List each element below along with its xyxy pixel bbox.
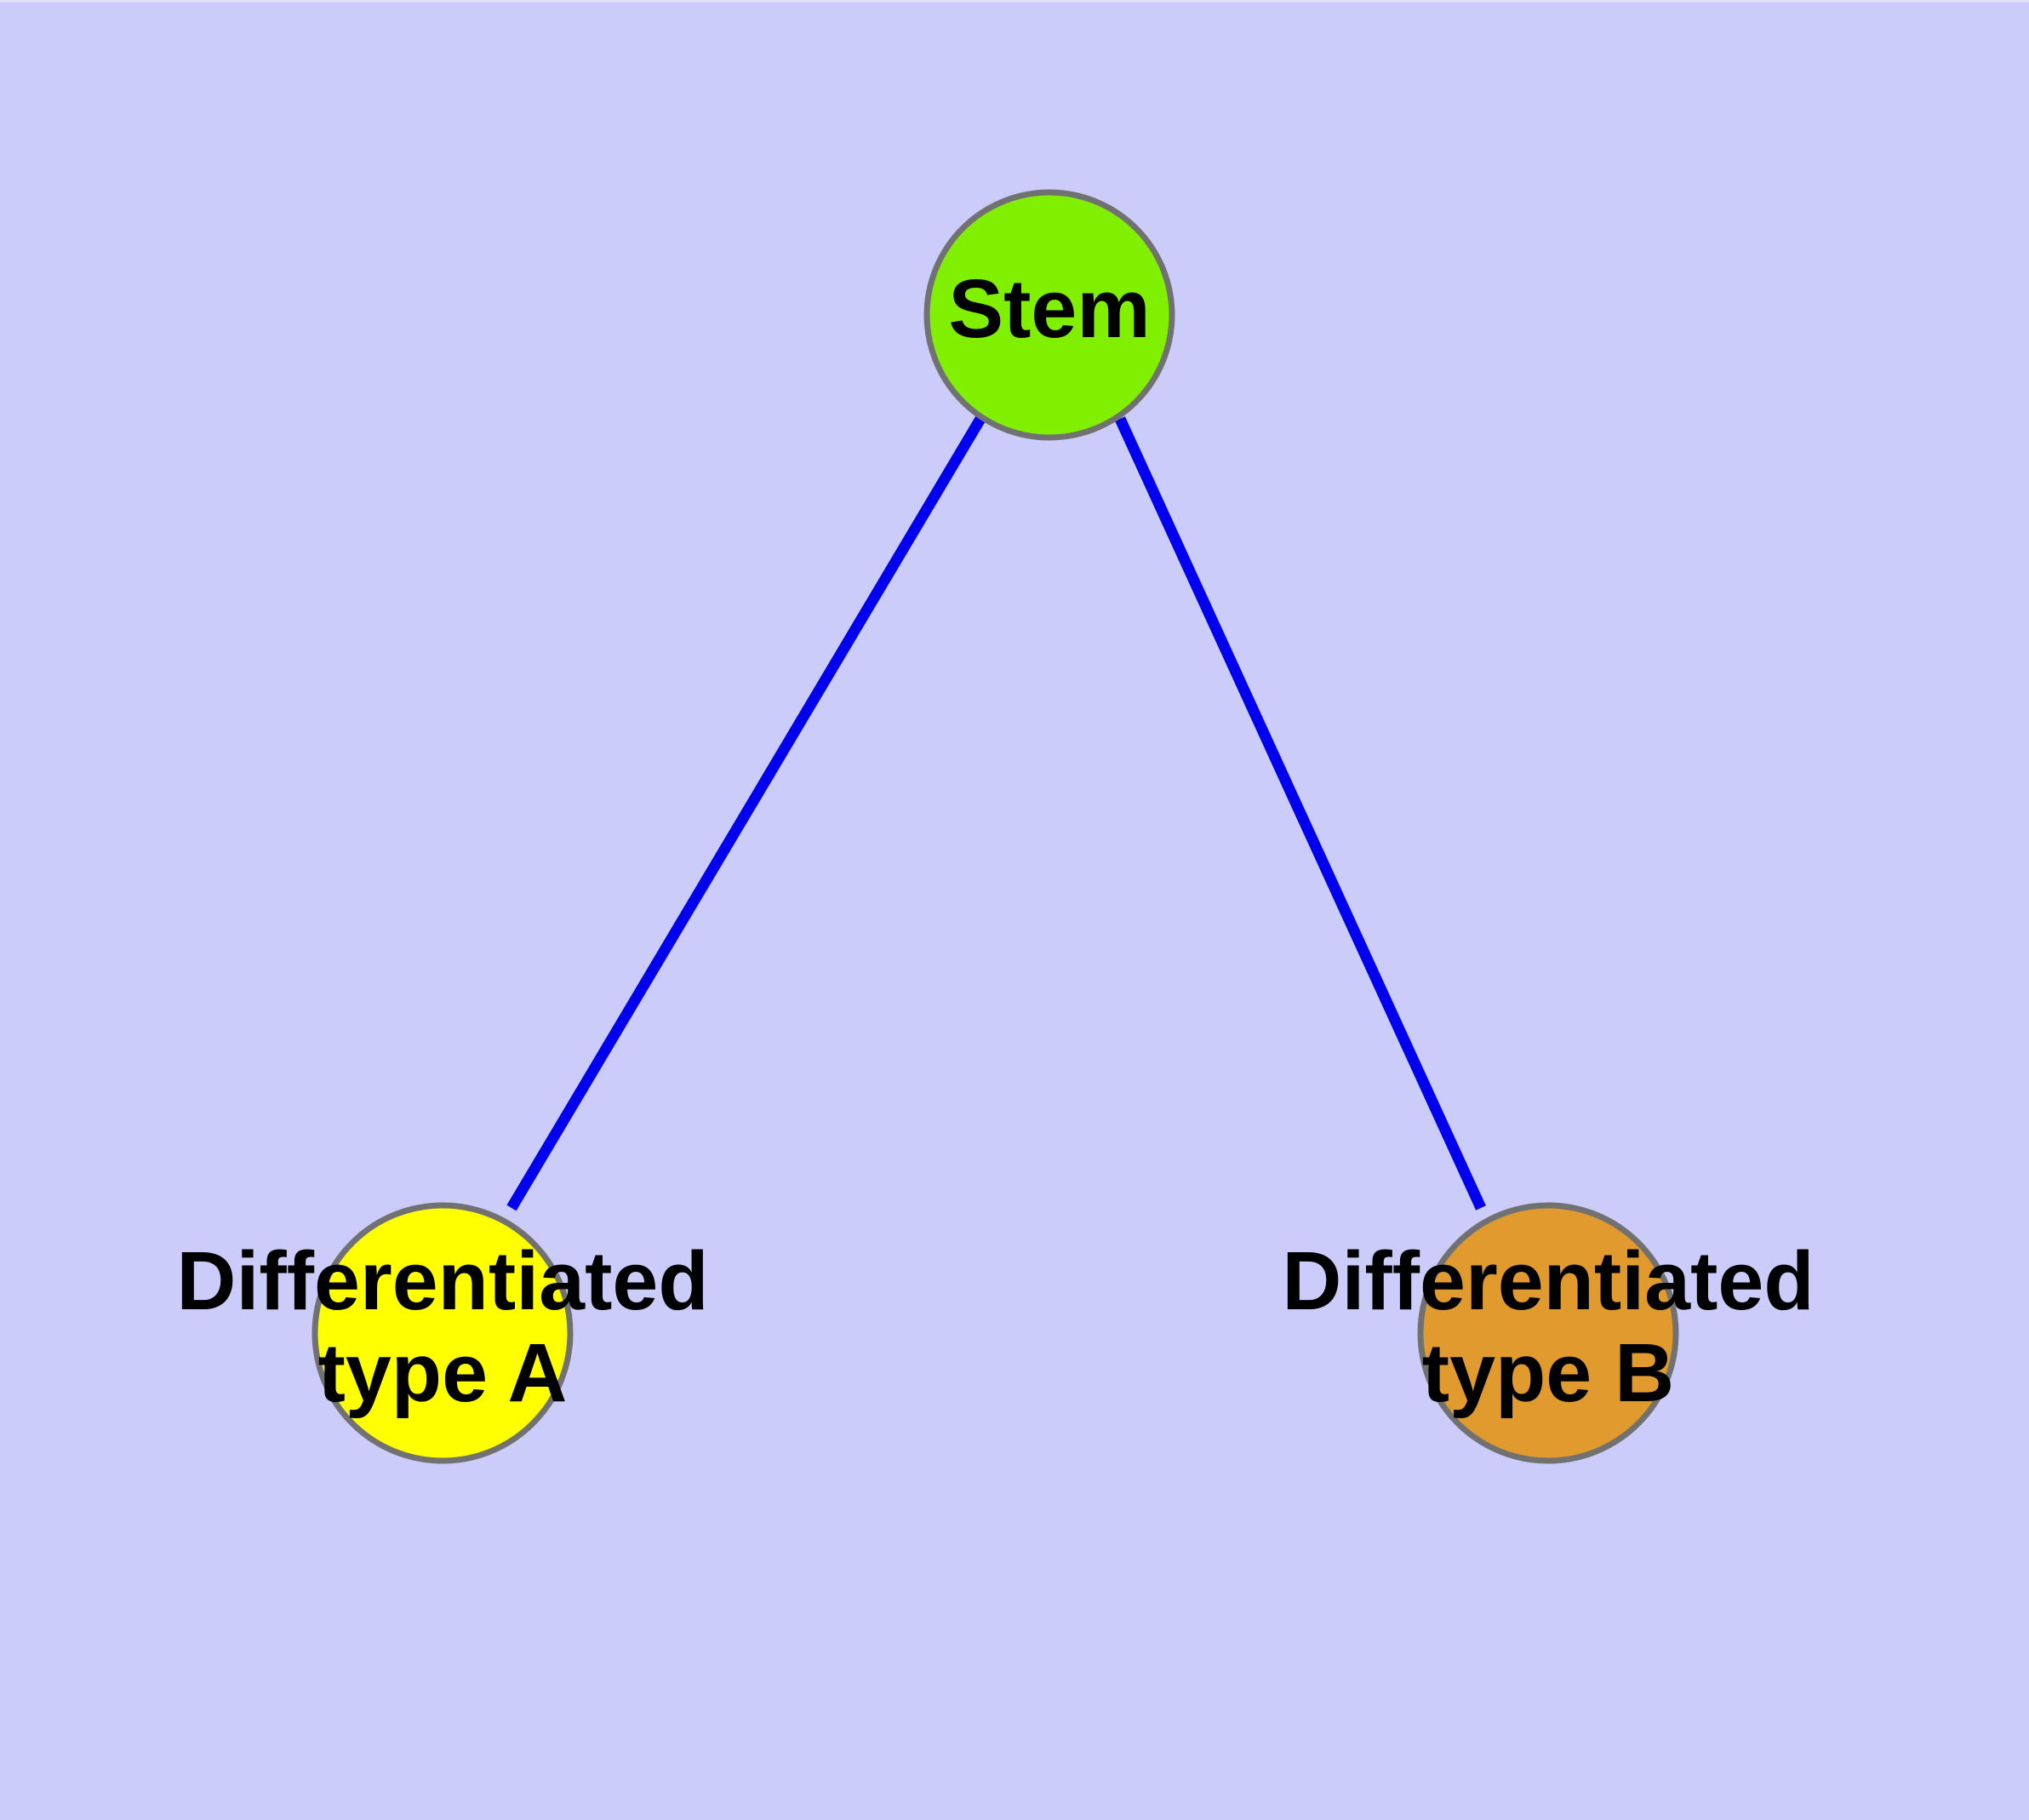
node-label-line: Stem — [948, 262, 1150, 355]
node-differentiated-type-a[interactable] — [311, 1202, 574, 1464]
node-label-line: Differentiated — [1282, 1234, 1814, 1327]
edge-stem-to-diff-a[interactable] — [506, 415, 986, 1211]
node-label-stem: Stem — [948, 262, 1150, 355]
top-edge-strip — [0, 0, 2029, 3]
nodes-group — [311, 189, 1679, 1464]
node-stem[interactable] — [923, 189, 1175, 441]
node-label-line: type A — [318, 1326, 568, 1419]
node-differentiated-type-b[interactable] — [1417, 1202, 1679, 1464]
node-label-line: type B — [1422, 1326, 1674, 1419]
edges-group — [506, 415, 1486, 1211]
node-label-line: Differentiated — [176, 1234, 708, 1327]
edge-stem-to-diff-b[interactable] — [1115, 416, 1486, 1210]
